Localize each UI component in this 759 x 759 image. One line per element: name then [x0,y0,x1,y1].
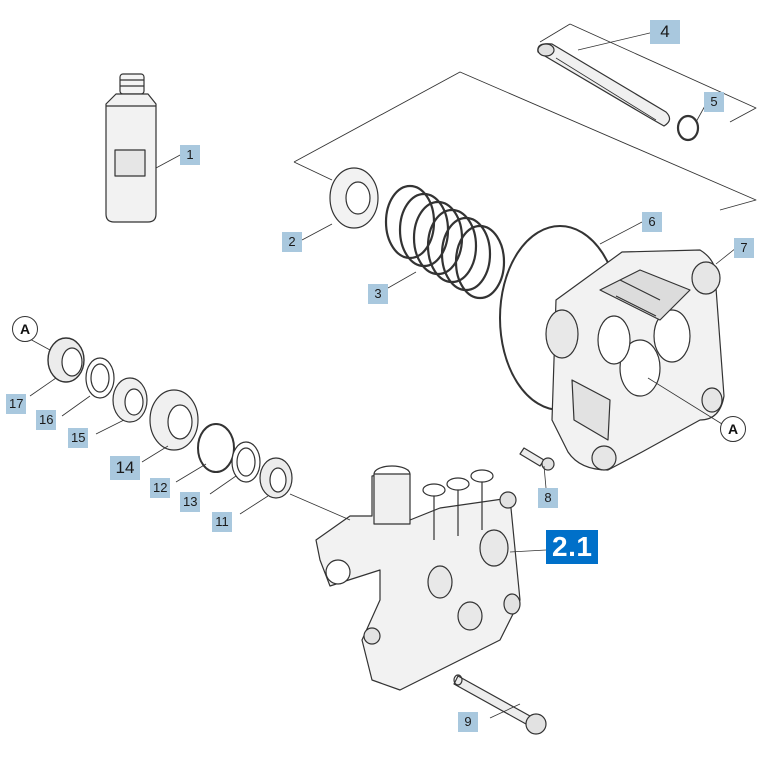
callout-17: 17 [6,394,27,414]
callout-4: 4 [650,20,680,44]
callout-7: 7 [734,238,754,258]
o-ring-part-12 [197,423,235,473]
bolt-part-9 [453,674,547,735]
washer-part-13 [231,441,261,483]
washer-part-16 [85,357,115,399]
group-outline-top [293,23,757,211]
callout-13: 13 [180,492,201,512]
callout-2: 2 [282,232,302,252]
callout-3: 3 [368,284,388,304]
cylinder-head-part-2-1 [315,465,521,691]
seal-part-15 [112,377,148,423]
spring-part-3 [384,184,506,300]
housing-part-7 [545,249,725,471]
callout-15: 15 [68,428,89,448]
pin-part-4 [537,43,671,127]
callout-8: 8 [538,488,558,508]
nut-part-17 [47,337,85,383]
callout-2-1: 2.1 [546,530,599,564]
seal-disc-part-2 [329,167,379,229]
callout-12: 12 [150,478,171,498]
callout-9: 9 [458,712,478,732]
screw-part-8 [519,447,555,471]
callout-6: 6 [642,212,662,232]
callout-1: 1 [180,145,200,165]
oil-bottle-part-1 [105,73,157,223]
reference-a-left: A [12,316,38,342]
seal-part-11 [259,457,293,499]
callout-11: 11 [212,512,232,532]
callout-16: 16 [36,410,57,430]
seal-part-14 [149,389,199,451]
circlip-part-5 [676,114,700,142]
callout-5: 5 [704,92,724,112]
callout-14: 14 [110,456,140,480]
reference-a-right: A [720,416,746,442]
